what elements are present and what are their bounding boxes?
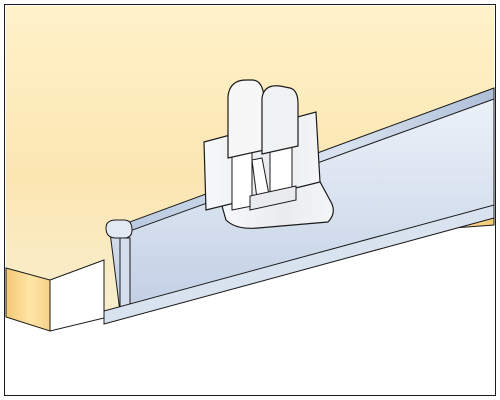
rail-shadow xyxy=(103,217,495,325)
rail-stem xyxy=(119,237,131,313)
outer-border xyxy=(4,4,496,396)
clip-inner-flange xyxy=(249,185,297,211)
clip-arm-right xyxy=(261,85,299,155)
clip-arm-left xyxy=(227,79,265,159)
rail-end-cap xyxy=(105,219,133,239)
